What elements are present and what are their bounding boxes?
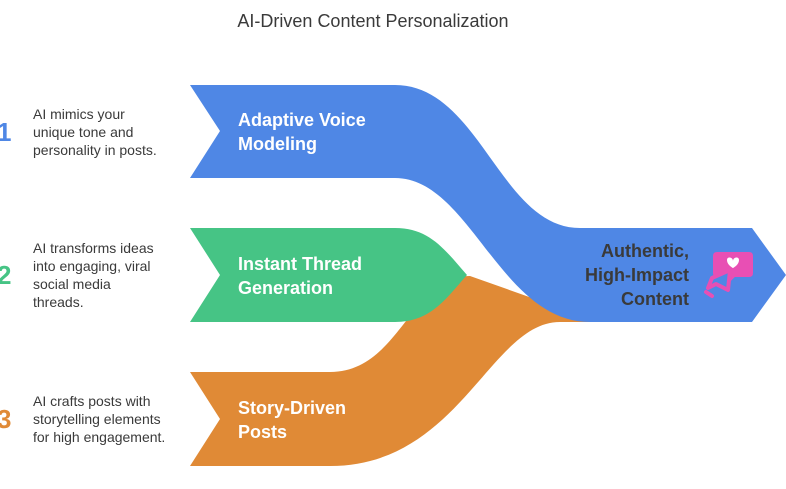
label-story-driven-line1: Story-Driven	[238, 398, 346, 418]
step-2-description: AI transforms ideas into engaging, viral…	[33, 240, 154, 310]
diagram-title: AI-Driven Content Personalization	[237, 11, 509, 31]
label-story-driven-line2: Posts	[238, 422, 287, 442]
label-instant-thread-line2: Generation	[238, 278, 333, 298]
step-3-number: 3	[0, 404, 12, 434]
step-3-description: AI crafts posts with storytelling elemen…	[33, 393, 166, 445]
label-adaptive-voice-line2: Modeling	[238, 134, 317, 154]
megaphone-chat-icon	[704, 252, 753, 298]
step-1-number: 1	[0, 117, 12, 147]
step-2-number: 2	[0, 260, 12, 290]
label-adaptive-voice-line1: Adaptive Voice	[238, 110, 366, 130]
output-label-line3: Content	[621, 289, 689, 309]
flow-band-story-driven	[190, 276, 600, 466]
flow-band-instant-thread	[190, 228, 467, 322]
step-1-description: AI mimics your unique tone and personali…	[33, 106, 157, 158]
output-label-line2: High-Impact	[585, 265, 689, 285]
output-label-line1: Authentic,	[601, 241, 689, 261]
label-instant-thread-line1: Instant Thread	[238, 254, 362, 274]
flow-band-adaptive-voice	[190, 85, 786, 322]
